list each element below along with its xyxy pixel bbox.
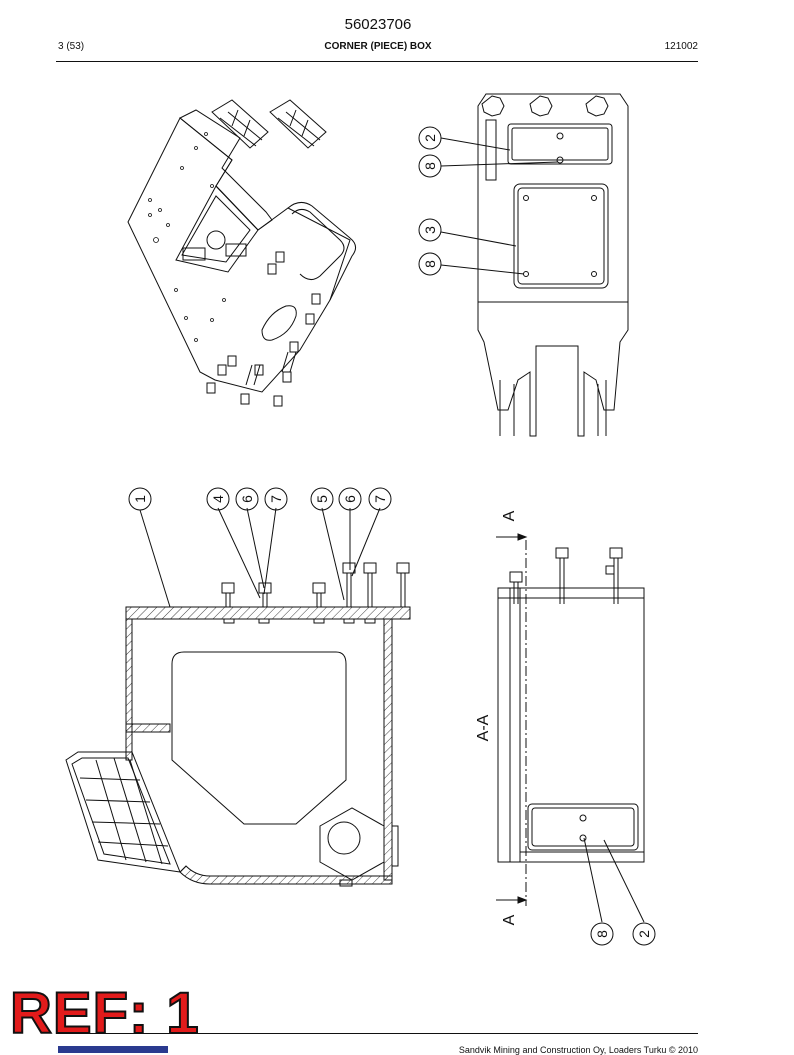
isometric-view xyxy=(127,99,356,407)
footer-copyright: Sandvik Mining and Construction Oy, Load… xyxy=(458,1045,698,1055)
front-view xyxy=(440,93,629,437)
callout-label: 4 xyxy=(210,495,226,503)
callout-label: 6 xyxy=(239,495,255,503)
section-marker-bottom: A xyxy=(501,914,518,925)
ref-stamp: REF: 1 xyxy=(9,981,200,1046)
footer-rule xyxy=(56,1033,698,1034)
section-view xyxy=(65,507,411,887)
callout-label: 8 xyxy=(422,162,438,170)
header-rule xyxy=(56,61,698,62)
side-view xyxy=(496,533,645,923)
document-number: 56023706 xyxy=(344,16,412,33)
callout-label: 5 xyxy=(314,495,330,503)
callout-label: 2 xyxy=(422,134,438,142)
callout-label: 6 xyxy=(342,495,358,503)
section-marker-top: A xyxy=(501,510,518,521)
company-logo-strip xyxy=(58,1046,168,1053)
page-number: 3 (53) xyxy=(58,41,85,52)
callout-label: 7 xyxy=(268,495,284,503)
section-label: A-A xyxy=(475,714,492,741)
callout-label: 1 xyxy=(132,495,148,503)
callout-label: 8 xyxy=(422,260,438,268)
callout-label: 7 xyxy=(372,495,388,503)
callout-label: 8 xyxy=(594,930,610,938)
document-code: 121002 xyxy=(664,41,698,52)
page-title: CORNER (PIECE) BOX xyxy=(324,41,432,52)
callout-label: 3 xyxy=(422,226,438,234)
callout-label: 2 xyxy=(636,930,652,938)
